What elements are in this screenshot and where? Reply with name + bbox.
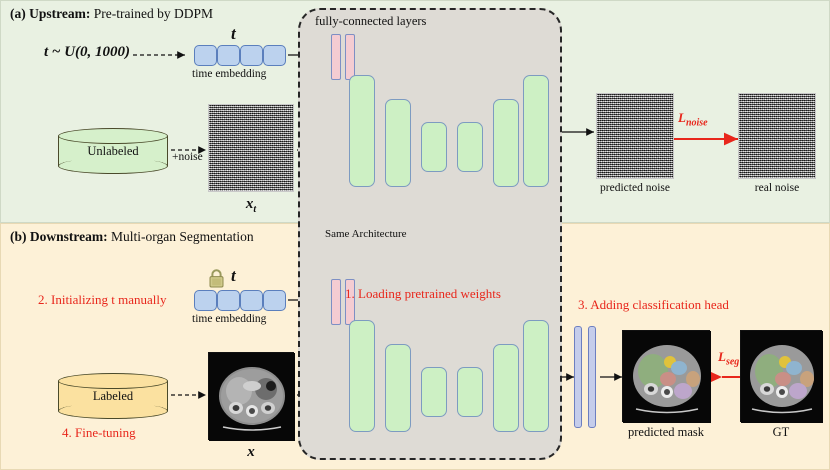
unet-block-enc2	[385, 99, 411, 187]
loss-noise-label: Lnoise	[678, 110, 708, 129]
time-embedding-down-cell-2	[217, 290, 240, 311]
unet-block-dec2	[493, 99, 519, 187]
unlabeled-database: Unlabeled	[58, 128, 168, 174]
unlabeled-database-label: Unlabeled	[87, 143, 139, 158]
predicted-mask-label: predicted mask	[627, 425, 704, 439]
real-noise-label: real noise	[754, 182, 800, 194]
cylinder-top	[58, 128, 168, 144]
unet-block-down-dec2	[493, 344, 519, 432]
x-t-symbol: xt	[245, 196, 257, 215]
noisy-input-label: xt	[208, 196, 294, 215]
ct-input-image	[208, 352, 295, 441]
noisy-input-image	[208, 104, 294, 192]
ct-input-label: x	[208, 444, 294, 461]
time-embedding-label-downstream: time embedding	[192, 313, 267, 325]
loss-noise-text: Lnoise	[678, 110, 708, 129]
annotation-step-1: 1. Loading pretrained weights	[345, 286, 501, 301]
unet-block-down-enc1	[349, 320, 375, 432]
time-embedding-cell-4	[263, 45, 286, 66]
cylinder-bottom	[58, 158, 168, 174]
gt-mask-label: GT	[772, 425, 790, 439]
unet-block-bottleneck-left	[421, 122, 447, 172]
noise-operation-label: +noise	[172, 151, 203, 163]
time-embedding-cell-3	[240, 45, 263, 66]
classification-head-bar-2	[588, 326, 596, 428]
x-symbol: x	[247, 444, 255, 460]
same-architecture-label: Same Architecture	[325, 228, 407, 240]
loss-seg-label: Lseg	[718, 349, 739, 368]
unet-block-down-enc2	[385, 344, 411, 432]
panel-tag-upstream: (a) Upstream:	[10, 6, 91, 21]
fc-bar-down-1	[331, 279, 341, 325]
time-embedding-down-cell-3	[240, 290, 263, 311]
ct-input-graphic	[209, 353, 295, 441]
predicted-noise-image	[596, 93, 674, 179]
unet-block-dec1	[523, 75, 549, 187]
gt-mask-graphic	[741, 331, 823, 423]
fc-bar-2	[345, 34, 355, 80]
t-symbol-upstream: t	[231, 24, 236, 43]
unet-block-down-dec1	[523, 320, 549, 432]
annotation-step-2: 2. Initializing t manually	[38, 292, 167, 307]
panel-title-upstream: (a) Upstream: Pre-trained by DDPM	[10, 6, 213, 22]
t-symbol-downstream: t	[231, 266, 236, 285]
labeled-database: Labeled	[58, 373, 168, 419]
architecture-label: fully-connected layers	[315, 14, 427, 28]
time-embedding-down-cell-4	[263, 290, 286, 311]
real-noise-image	[738, 93, 816, 179]
cylinder-bottom	[58, 403, 168, 419]
cylinder-top	[58, 373, 168, 389]
annotation-step-4: 4. Fine-tuning	[62, 425, 136, 440]
predicted-mask-image	[622, 330, 711, 423]
time-embedding-cell-1	[194, 45, 217, 66]
t-distribution-label: t ~ U(0, 1000)	[44, 44, 131, 60]
panel-tag-downstream: (b) Downstream:	[10, 229, 108, 244]
panel-subtitle-downstream: Multi-organ Segmentation	[107, 229, 254, 244]
unet-block-down-bottleneck-right	[457, 367, 483, 417]
panel-subtitle-upstream: Pre-trained by DDPM	[90, 6, 213, 21]
time-embedding-down-cell-1	[194, 290, 217, 311]
classification-head-bar-1	[574, 326, 582, 428]
loss-seg-text: Lseg	[718, 349, 740, 368]
labeled-database-label: Labeled	[92, 388, 134, 403]
unet-block-enc1	[349, 75, 375, 187]
unet-block-bottleneck-right	[457, 122, 483, 172]
annotation-step-3: 3. Adding classification head	[578, 297, 729, 312]
predicted-mask-graphic	[623, 331, 711, 423]
time-embedding-cell-2	[217, 45, 240, 66]
unet-block-down-bottleneck-left	[421, 367, 447, 417]
fc-bar-1	[331, 34, 341, 80]
lock-icon	[209, 269, 224, 288]
predicted-noise-label: predicted noise	[600, 182, 670, 194]
gt-mask-image	[740, 330, 823, 423]
panel-title-downstream: (b) Downstream: Multi-organ Segmentation	[10, 229, 254, 245]
time-embedding-label-upstream: time embedding	[192, 68, 267, 80]
